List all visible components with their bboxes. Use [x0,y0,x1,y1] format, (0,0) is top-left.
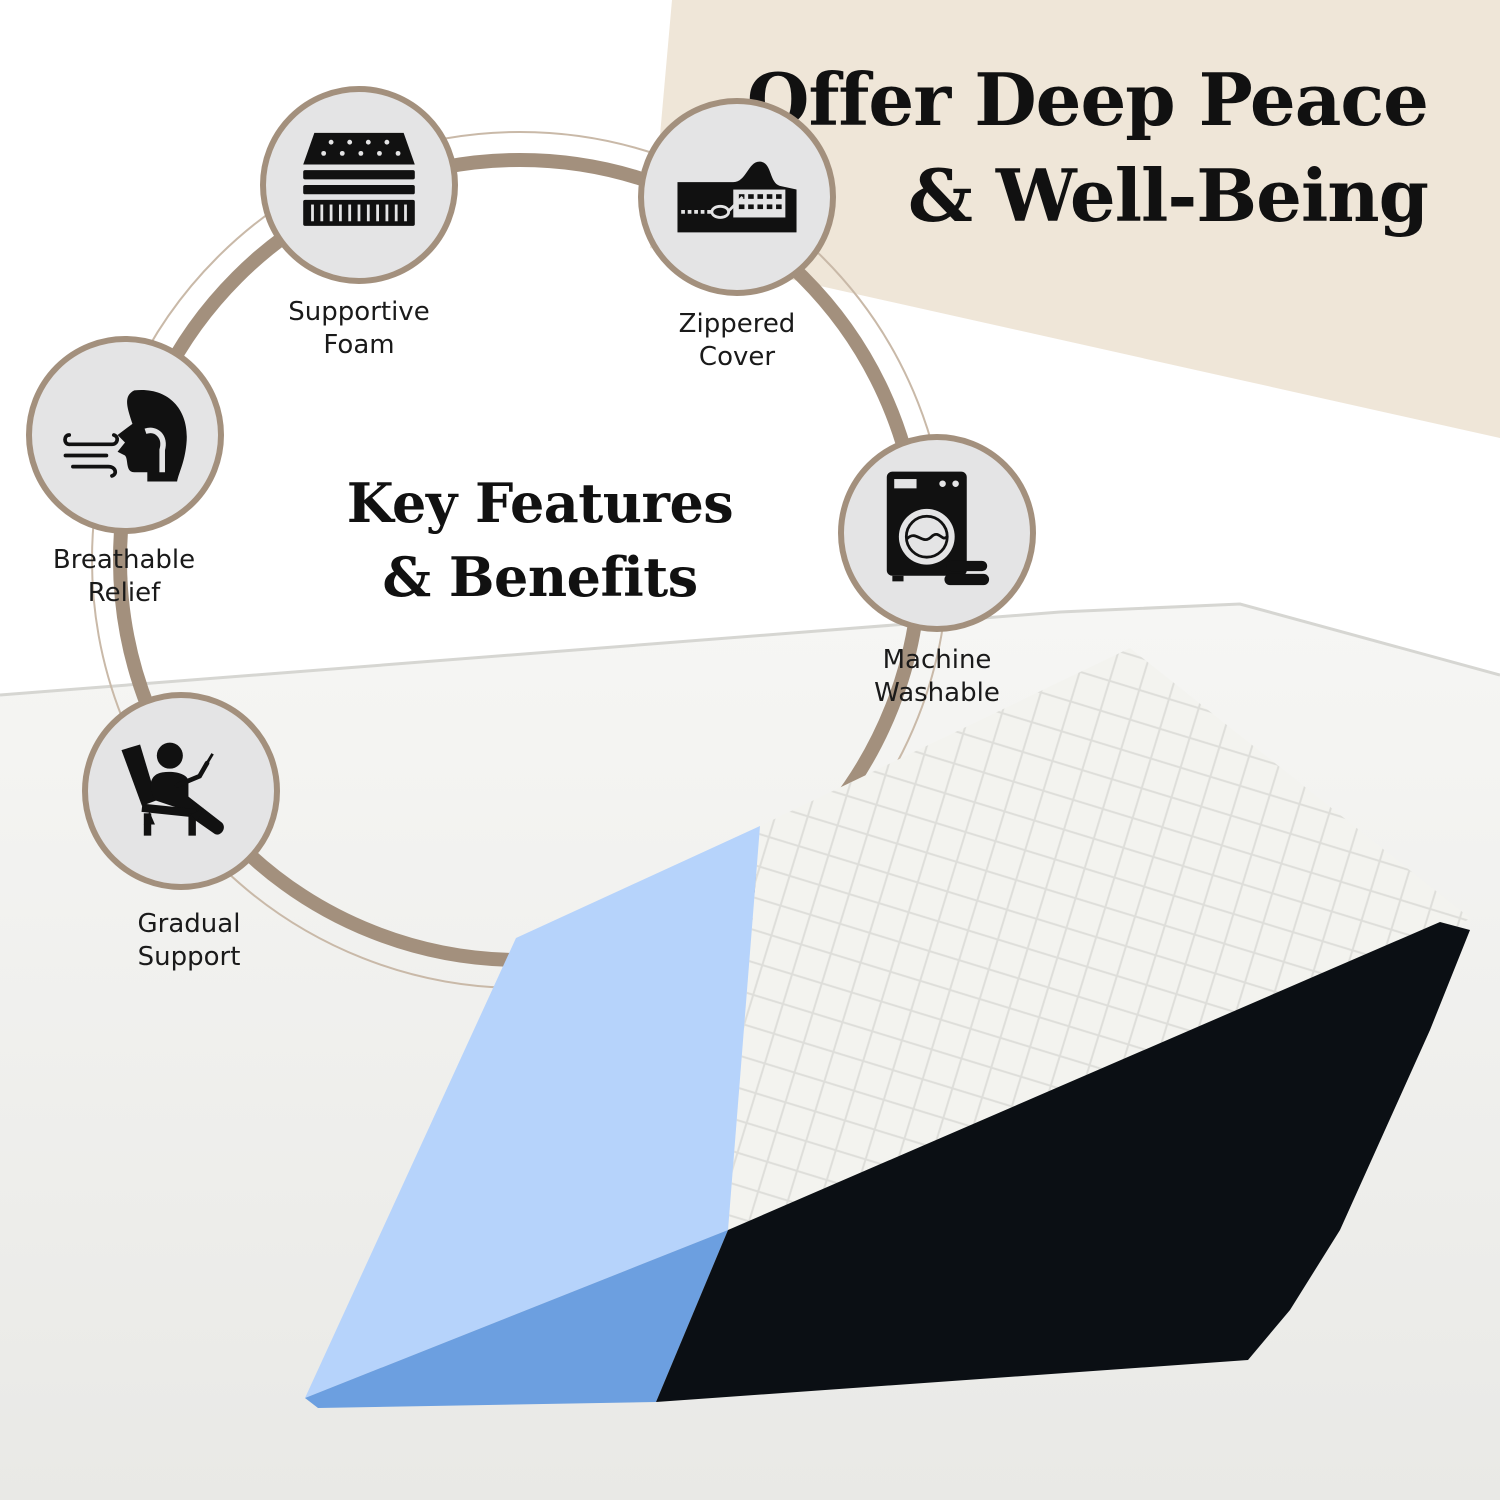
feature-label-zippered-cover: Zippered Cover [678,309,796,372]
feature-label-gradual-support: Gradual Support [137,909,241,972]
beige-panel [650,0,1500,438]
gradual-support-badge [82,692,280,890]
wedge-side-blue [305,826,760,1398]
feature-label-machine-washable: Machine Washable [874,645,1000,708]
supportive-foam-badge [260,86,458,284]
key-features-title-line-2: & Benefits [382,545,698,609]
reclining-person-icon [121,742,224,836]
feature-label-supportive-foam: Supportive Foam [288,297,430,360]
feature-label-breathable-relief: Breathable Relief [52,545,196,608]
breathing-head-icon [63,389,187,482]
headline-line-1: Offer Deep Peace [746,57,1429,142]
machine-washable-badge [838,434,1036,632]
breathable-relief-badge [26,336,224,534]
key-features-title: Key Features & Benefits [300,466,780,614]
headline: Offer Deep Peace & Well-Being [708,52,1429,244]
wedge-front-blue [305,1230,728,1408]
key-features-title-line-1: Key Features [346,471,734,535]
headline-line-2: & Well-Being [907,153,1429,238]
foam-mattress-icon [303,132,415,226]
washing-machine-icon [886,471,990,586]
wedge-pillow [305,648,1470,1408]
wedge-back-black [656,922,1470,1402]
zippered-cover-badge [638,98,836,296]
zipper-cover-icon [677,161,797,233]
